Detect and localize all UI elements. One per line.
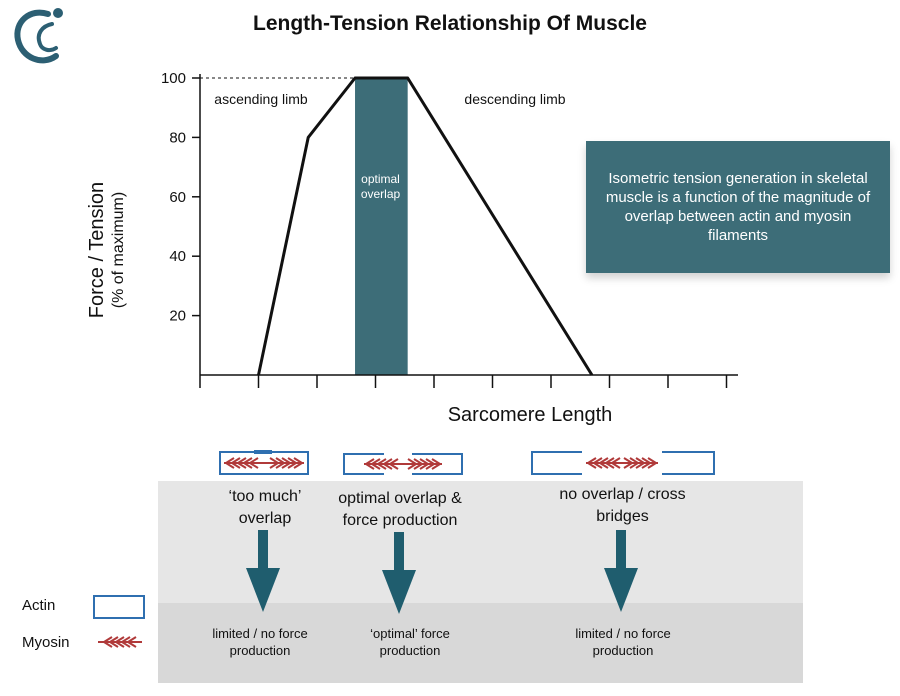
stage-caption-too-much-overlap: ‘too much’ overlap xyxy=(228,488,302,527)
y-axis-title: Force / Tension xyxy=(86,181,108,319)
myosin-legend-swatch xyxy=(98,636,142,648)
y-axis-label: Force / Tension (% of maximum) xyxy=(85,150,135,350)
legend-myosin-label: Myosin xyxy=(22,634,70,651)
optimal-overlap-band xyxy=(355,78,408,375)
tension-curve xyxy=(257,76,594,376)
sarcomere-optimal-overlap xyxy=(343,452,463,476)
stage-caption-optimal-overlap: optimal overlap & force production xyxy=(338,490,462,529)
stage-result-optimal-overlap: ‘optimal’ force production xyxy=(370,626,450,658)
stage-result-too-much-overlap: limited / no force production xyxy=(212,626,308,658)
arrow-down-icon xyxy=(246,530,280,612)
page-title: Length-Tension Relationship Of Muscle xyxy=(253,12,647,35)
stage-caption-no-overlap: no overlap / cross bridges xyxy=(559,486,686,525)
info-box-text: Isometric tension generation in skeletal… xyxy=(605,170,871,244)
stage-result-no-overlap: limited / no force production xyxy=(575,626,671,658)
descending-limb-label: descending limb xyxy=(464,91,566,107)
y-tick-label: 100 xyxy=(161,70,186,87)
sarcomere-too-much-overlap xyxy=(219,450,309,475)
optimal-overlap-label: optimal overlap xyxy=(360,172,401,201)
arrow-down-icon xyxy=(604,530,638,612)
x-axis-label: Sarcomere Length xyxy=(447,404,613,426)
y-tick-label: 60 xyxy=(169,189,186,206)
sarcomere-no-overlap xyxy=(531,450,715,476)
info-box: Isometric tension generation in skeletal… xyxy=(586,141,890,273)
length-tension-chart: 20 40 60 80 100 xyxy=(161,70,738,388)
y-axis-subtitle: (% of maximum) xyxy=(110,191,127,309)
ascending-limb-label: ascending limb xyxy=(214,91,308,107)
results-panel xyxy=(158,603,803,683)
logo-icon xyxy=(14,8,63,64)
legend-actin-label: Actin xyxy=(22,597,56,614)
arrow-down-icon xyxy=(382,532,416,614)
y-tick-label: 40 xyxy=(169,248,186,265)
sarcomere-diagram xyxy=(93,450,715,648)
y-tick-label: 80 xyxy=(169,129,186,146)
y-tick-label: 20 xyxy=(169,308,186,325)
actin-legend-swatch xyxy=(93,595,145,619)
